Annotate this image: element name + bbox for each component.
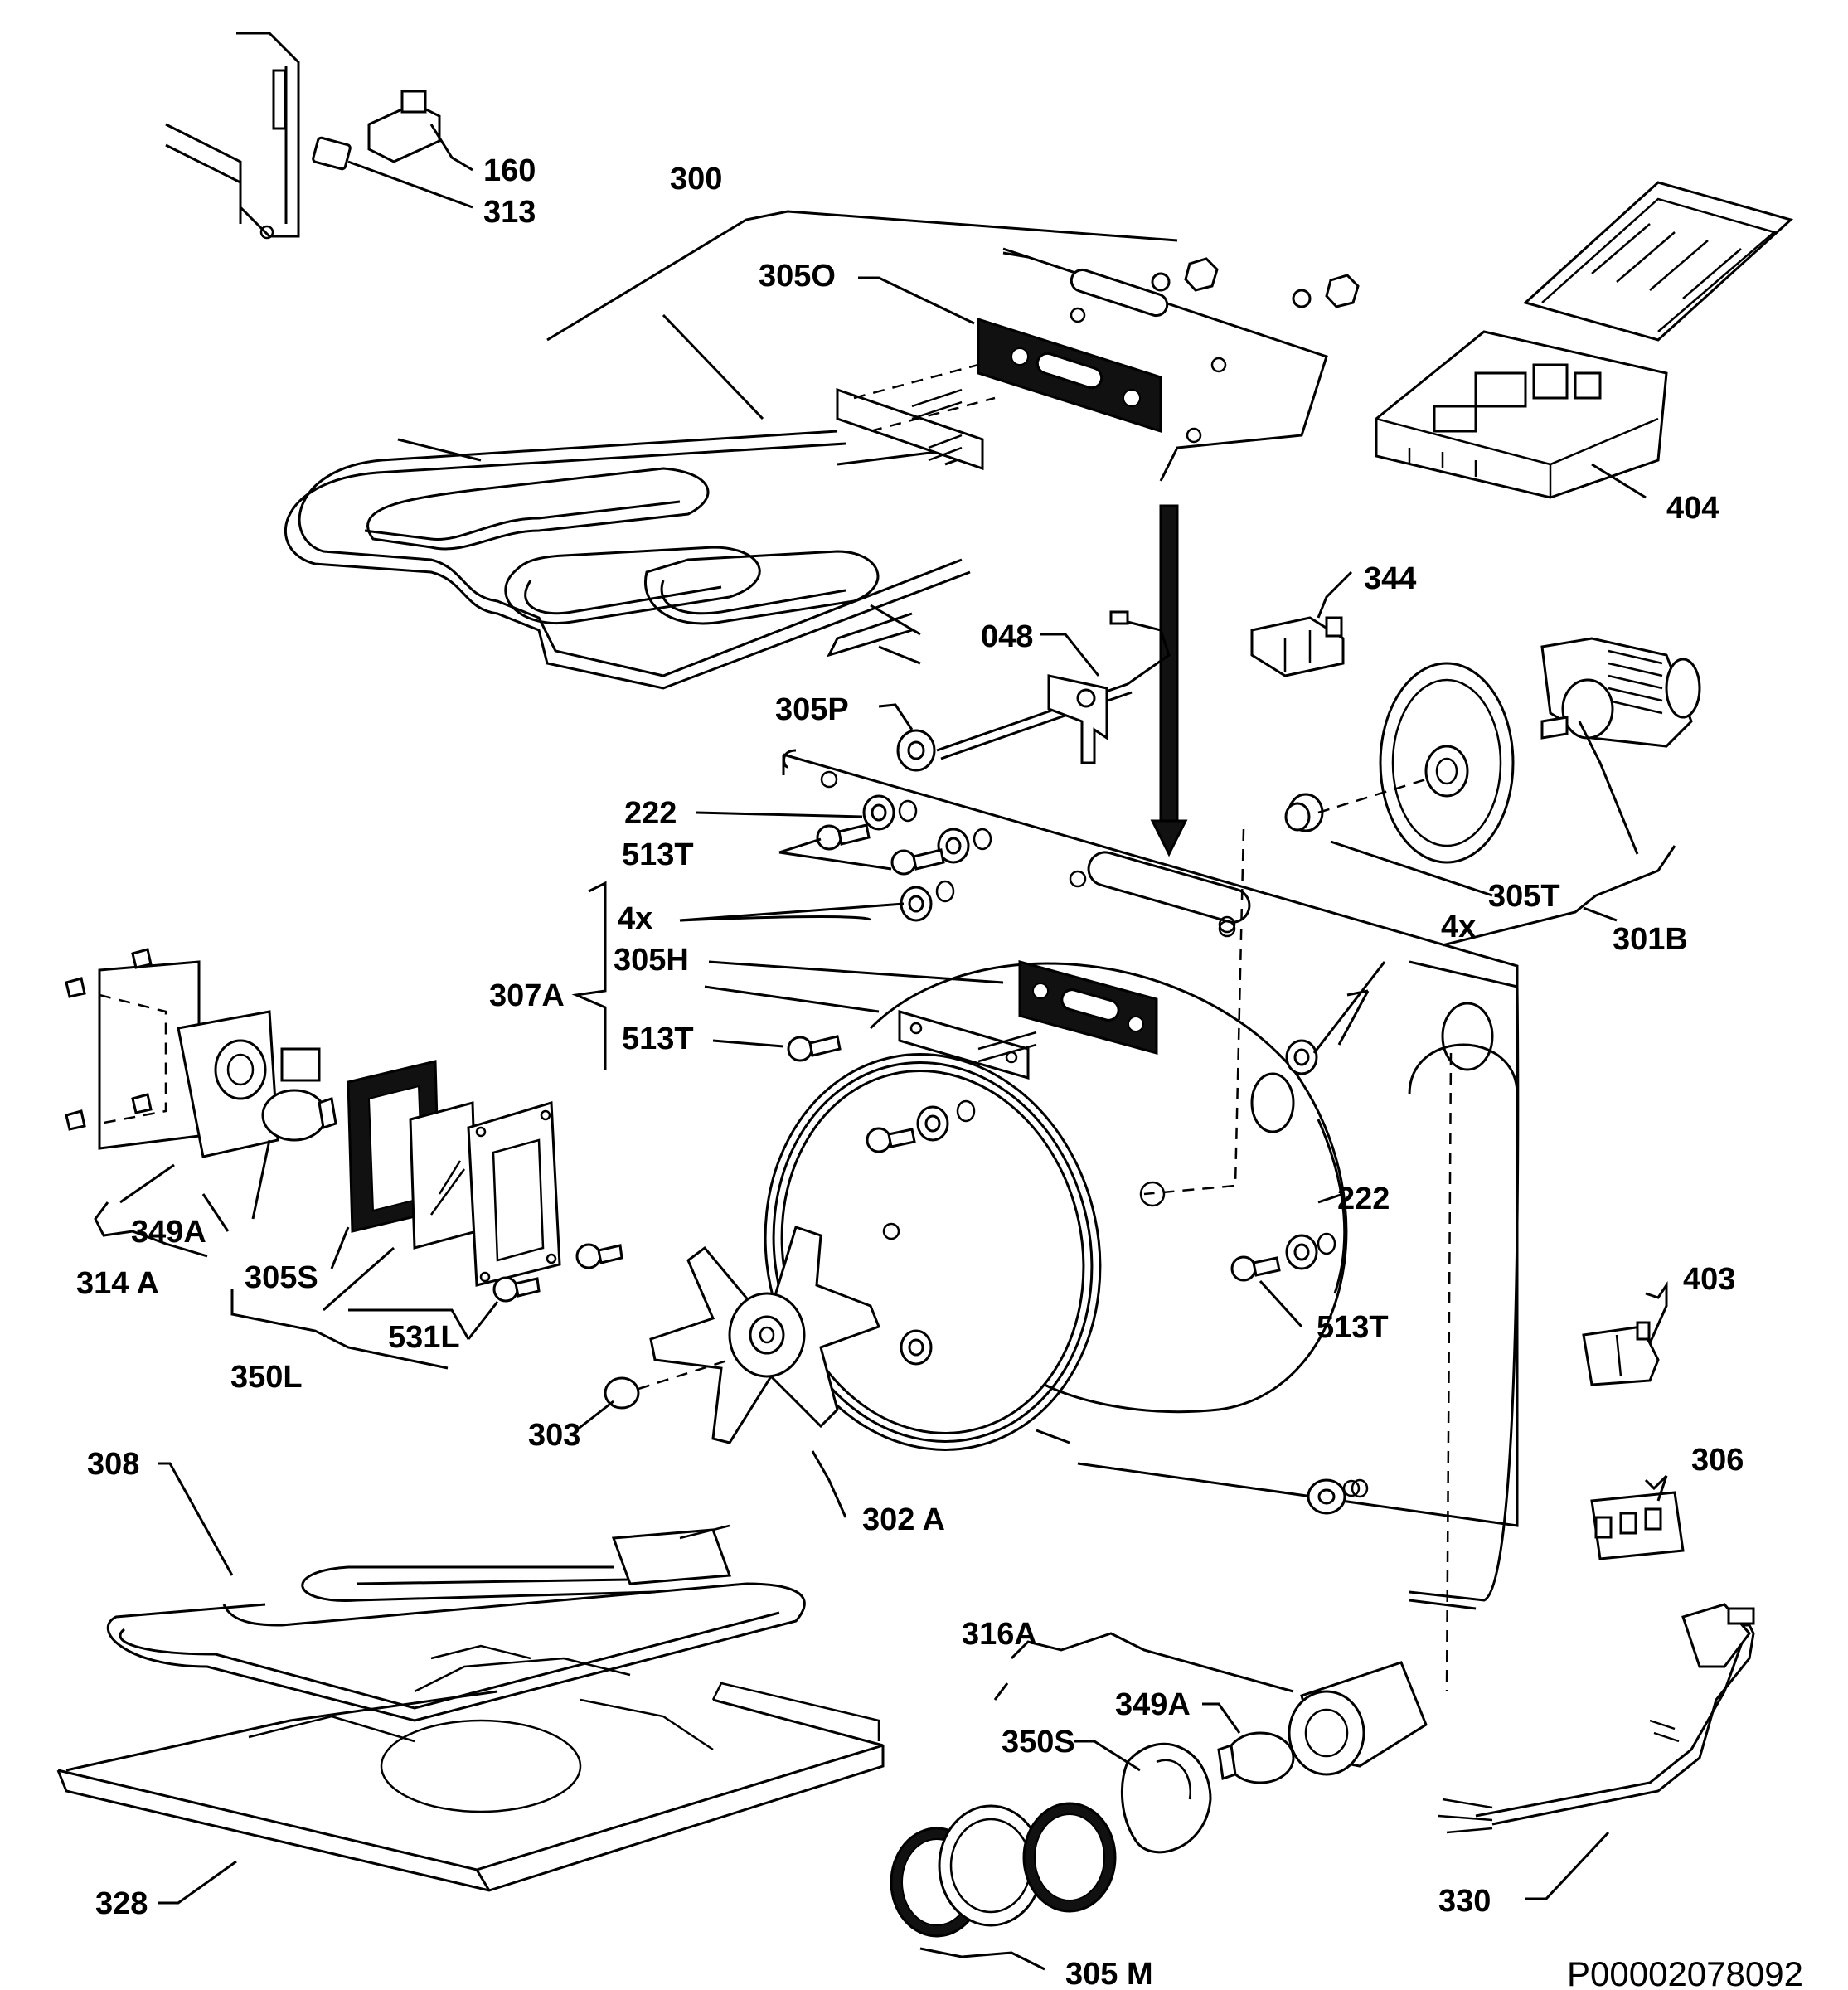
- label-160: 160: [483, 153, 536, 188]
- thermostat-344: [1250, 616, 1345, 677]
- label-328: 328: [95, 1886, 148, 1921]
- label-303: 303: [528, 1418, 580, 1453]
- label-301B: 301B: [1613, 922, 1688, 957]
- bottom-tray-328: [56, 1644, 885, 1892]
- label-302A: 302 A: [862, 1502, 945, 1537]
- label-305T: 305T: [1488, 879, 1560, 914]
- label-306: 306: [1691, 1443, 1744, 1478]
- bracket-300: [546, 210, 1178, 342]
- lamp-cover-350L: [347, 1060, 623, 1303]
- label-314A: 314 A: [76, 1266, 159, 1301]
- label-513T-mid: 513T: [622, 1022, 694, 1056]
- label-404: 404: [1666, 491, 1719, 526]
- label-305H: 305H: [614, 943, 689, 978]
- lamp-assembly-314A: [65, 948, 337, 1158]
- terminal-403: [1582, 1321, 1660, 1386]
- terminal-block-306: [1590, 1491, 1685, 1560]
- label-4x-left: 4x: [618, 901, 652, 936]
- back-panel-upper: [836, 247, 1360, 482]
- nut-303: [604, 1358, 730, 1410]
- grill-heating-element: [284, 430, 982, 690]
- grommet-305P: [896, 729, 936, 772]
- power-cable-330: [1438, 1603, 1755, 1834]
- assembly-arrow: [1150, 504, 1188, 857]
- rear-panel: [782, 749, 1520, 1610]
- label-305M: 305 M: [1065, 1957, 1153, 1990]
- part-labels: 160 313 300 305O 404 344 048 305P 222 51…: [76, 153, 1744, 1990]
- label-305P: 305P: [775, 692, 849, 727]
- label-308: 308: [87, 1447, 139, 1482]
- label-513T-right: 513T: [1317, 1310, 1389, 1345]
- label-330: 330: [1438, 1884, 1491, 1919]
- label-349A-left: 349A: [131, 1215, 206, 1250]
- label-313: 313: [483, 195, 536, 230]
- fan-blade-302A: [649, 1226, 880, 1444]
- label-048: 048: [981, 619, 1033, 654]
- label-222-top: 222: [624, 796, 677, 831]
- label-316A: 316A: [962, 1617, 1037, 1652]
- timer-motor-301B: [1379, 637, 1701, 864]
- label-403: 403: [1683, 1262, 1735, 1297]
- label-531L: 531L: [388, 1320, 460, 1355]
- seal-305H: [1018, 960, 1158, 1055]
- lamp-holder-316A: [1121, 1661, 1428, 1854]
- control-board-box: [1375, 181, 1794, 499]
- label-4x-right: 4x: [1441, 910, 1476, 944]
- label-300: 300: [670, 162, 722, 197]
- label-350S: 350S: [1002, 1725, 1075, 1759]
- seal-rings-305M: [890, 1802, 1117, 1938]
- label-222-right: 222: [1337, 1182, 1390, 1216]
- label-350L: 350L: [230, 1360, 303, 1395]
- wire-run-lower: [1445, 1052, 1453, 1692]
- leader-300: [662, 313, 764, 420]
- bushing-305T: [1284, 778, 1427, 832]
- label-305O: 305O: [759, 259, 836, 294]
- label-307A: 307A: [489, 978, 565, 1013]
- lower-heater-308: [106, 1524, 806, 1722]
- door-switch-assembly: [165, 32, 441, 240]
- label-349A-bottom: 349A: [1115, 1687, 1191, 1722]
- leader-lines: [94, 124, 1676, 1971]
- label-305S: 305S: [245, 1260, 318, 1295]
- label-513T-top: 513T: [622, 837, 694, 872]
- label-344: 344: [1364, 561, 1416, 596]
- diagram-code: P00002078092: [1567, 1954, 1803, 1990]
- temperature-sensor-048: [936, 610, 1171, 764]
- fasteners: [787, 794, 1369, 1515]
